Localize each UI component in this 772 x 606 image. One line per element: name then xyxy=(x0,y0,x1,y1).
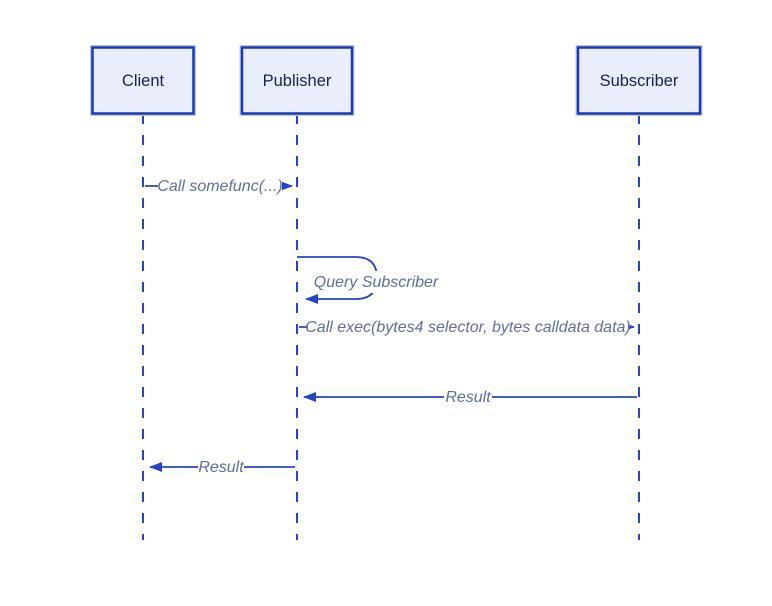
message-query-subscriber: Query Subscriber xyxy=(297,256,439,304)
message-label: Result xyxy=(445,389,491,406)
actor-box-client: Client xyxy=(90,45,196,116)
actor-label-publisher: Publisher xyxy=(263,72,332,90)
message-result-to-client: Result xyxy=(149,457,295,476)
message-label: Result xyxy=(198,459,244,476)
actor-box-subscriber: Subscriber xyxy=(575,45,703,116)
message-label: Call somefunc(...) xyxy=(157,178,282,195)
message-label: Call exec(bytes4 selector, bytes calldat… xyxy=(305,319,631,336)
actor-label-subscriber: Subscriber xyxy=(600,72,679,90)
actor-box-publisher: Publisher xyxy=(239,45,355,116)
message-call-somefunc: Call somefunc(...) xyxy=(145,176,293,195)
message-call-exec: Call exec(bytes4 selector, bytes calldat… xyxy=(299,317,635,336)
actor-label-client: Client xyxy=(122,72,165,90)
message-label: Query Subscriber xyxy=(314,274,439,291)
message-result-to-publisher: Result xyxy=(303,387,637,406)
